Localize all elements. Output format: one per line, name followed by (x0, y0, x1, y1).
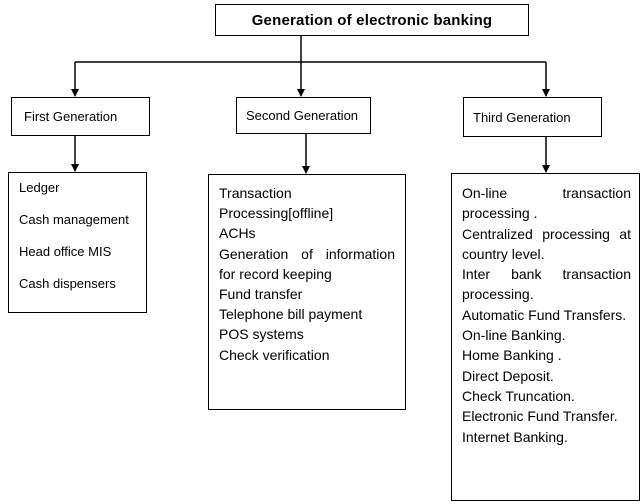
list-item: Home Banking . (462, 347, 562, 364)
first-generation-list: Ledger Cash management Head office MIS C… (8, 172, 147, 313)
list-item: Centralized processing at country level. (462, 225, 631, 262)
third-generation-box: Third Generation (463, 97, 602, 137)
list-item: Cash management (19, 212, 129, 227)
list-item: Fund transfer (219, 286, 303, 303)
third-generation-label: Third Generation (473, 109, 571, 125)
list-item: Cash dispensers (19, 276, 116, 291)
diagram-title: Generation of electronic banking (215, 4, 529, 36)
list-item: Head office MIS (19, 244, 112, 259)
list-item: ACHs (219, 225, 256, 242)
list-item: Automatic Fund Transfers. (462, 306, 627, 323)
second-generation-box: Second Generation (236, 97, 371, 134)
list-item: Telephone bill payment (219, 306, 363, 323)
list-item: Check Truncation. (462, 387, 575, 404)
list-item: Inter bank transaction processing. (462, 266, 631, 303)
diagram-title-text: Generation of electronic banking (251, 11, 493, 29)
list-item: POS systems (219, 326, 304, 343)
list-item: On-line transaction processing . (462, 185, 631, 222)
third-generation-list: On-line transaction processing . Central… (451, 173, 640, 501)
second-generation-list: Transaction Processing[offline] ACHs Gen… (208, 174, 406, 410)
list-item: Internet Banking. (462, 428, 568, 445)
list-item: Electronic Fund Transfer. (462, 408, 618, 425)
list-item: Ledger (19, 180, 60, 195)
list-item: Direct Deposit. (462, 367, 554, 384)
first-generation-box: First Generation (11, 97, 150, 136)
second-generation-label: Second Generation (246, 108, 359, 123)
list-item: On-line Banking. (462, 327, 566, 344)
list-item: Check verification (219, 346, 330, 363)
list-item: Generation of information for record kee… (219, 245, 395, 282)
first-generation-label: First Generation (24, 109, 118, 124)
list-item: Transaction Processing[offline] (219, 185, 334, 222)
